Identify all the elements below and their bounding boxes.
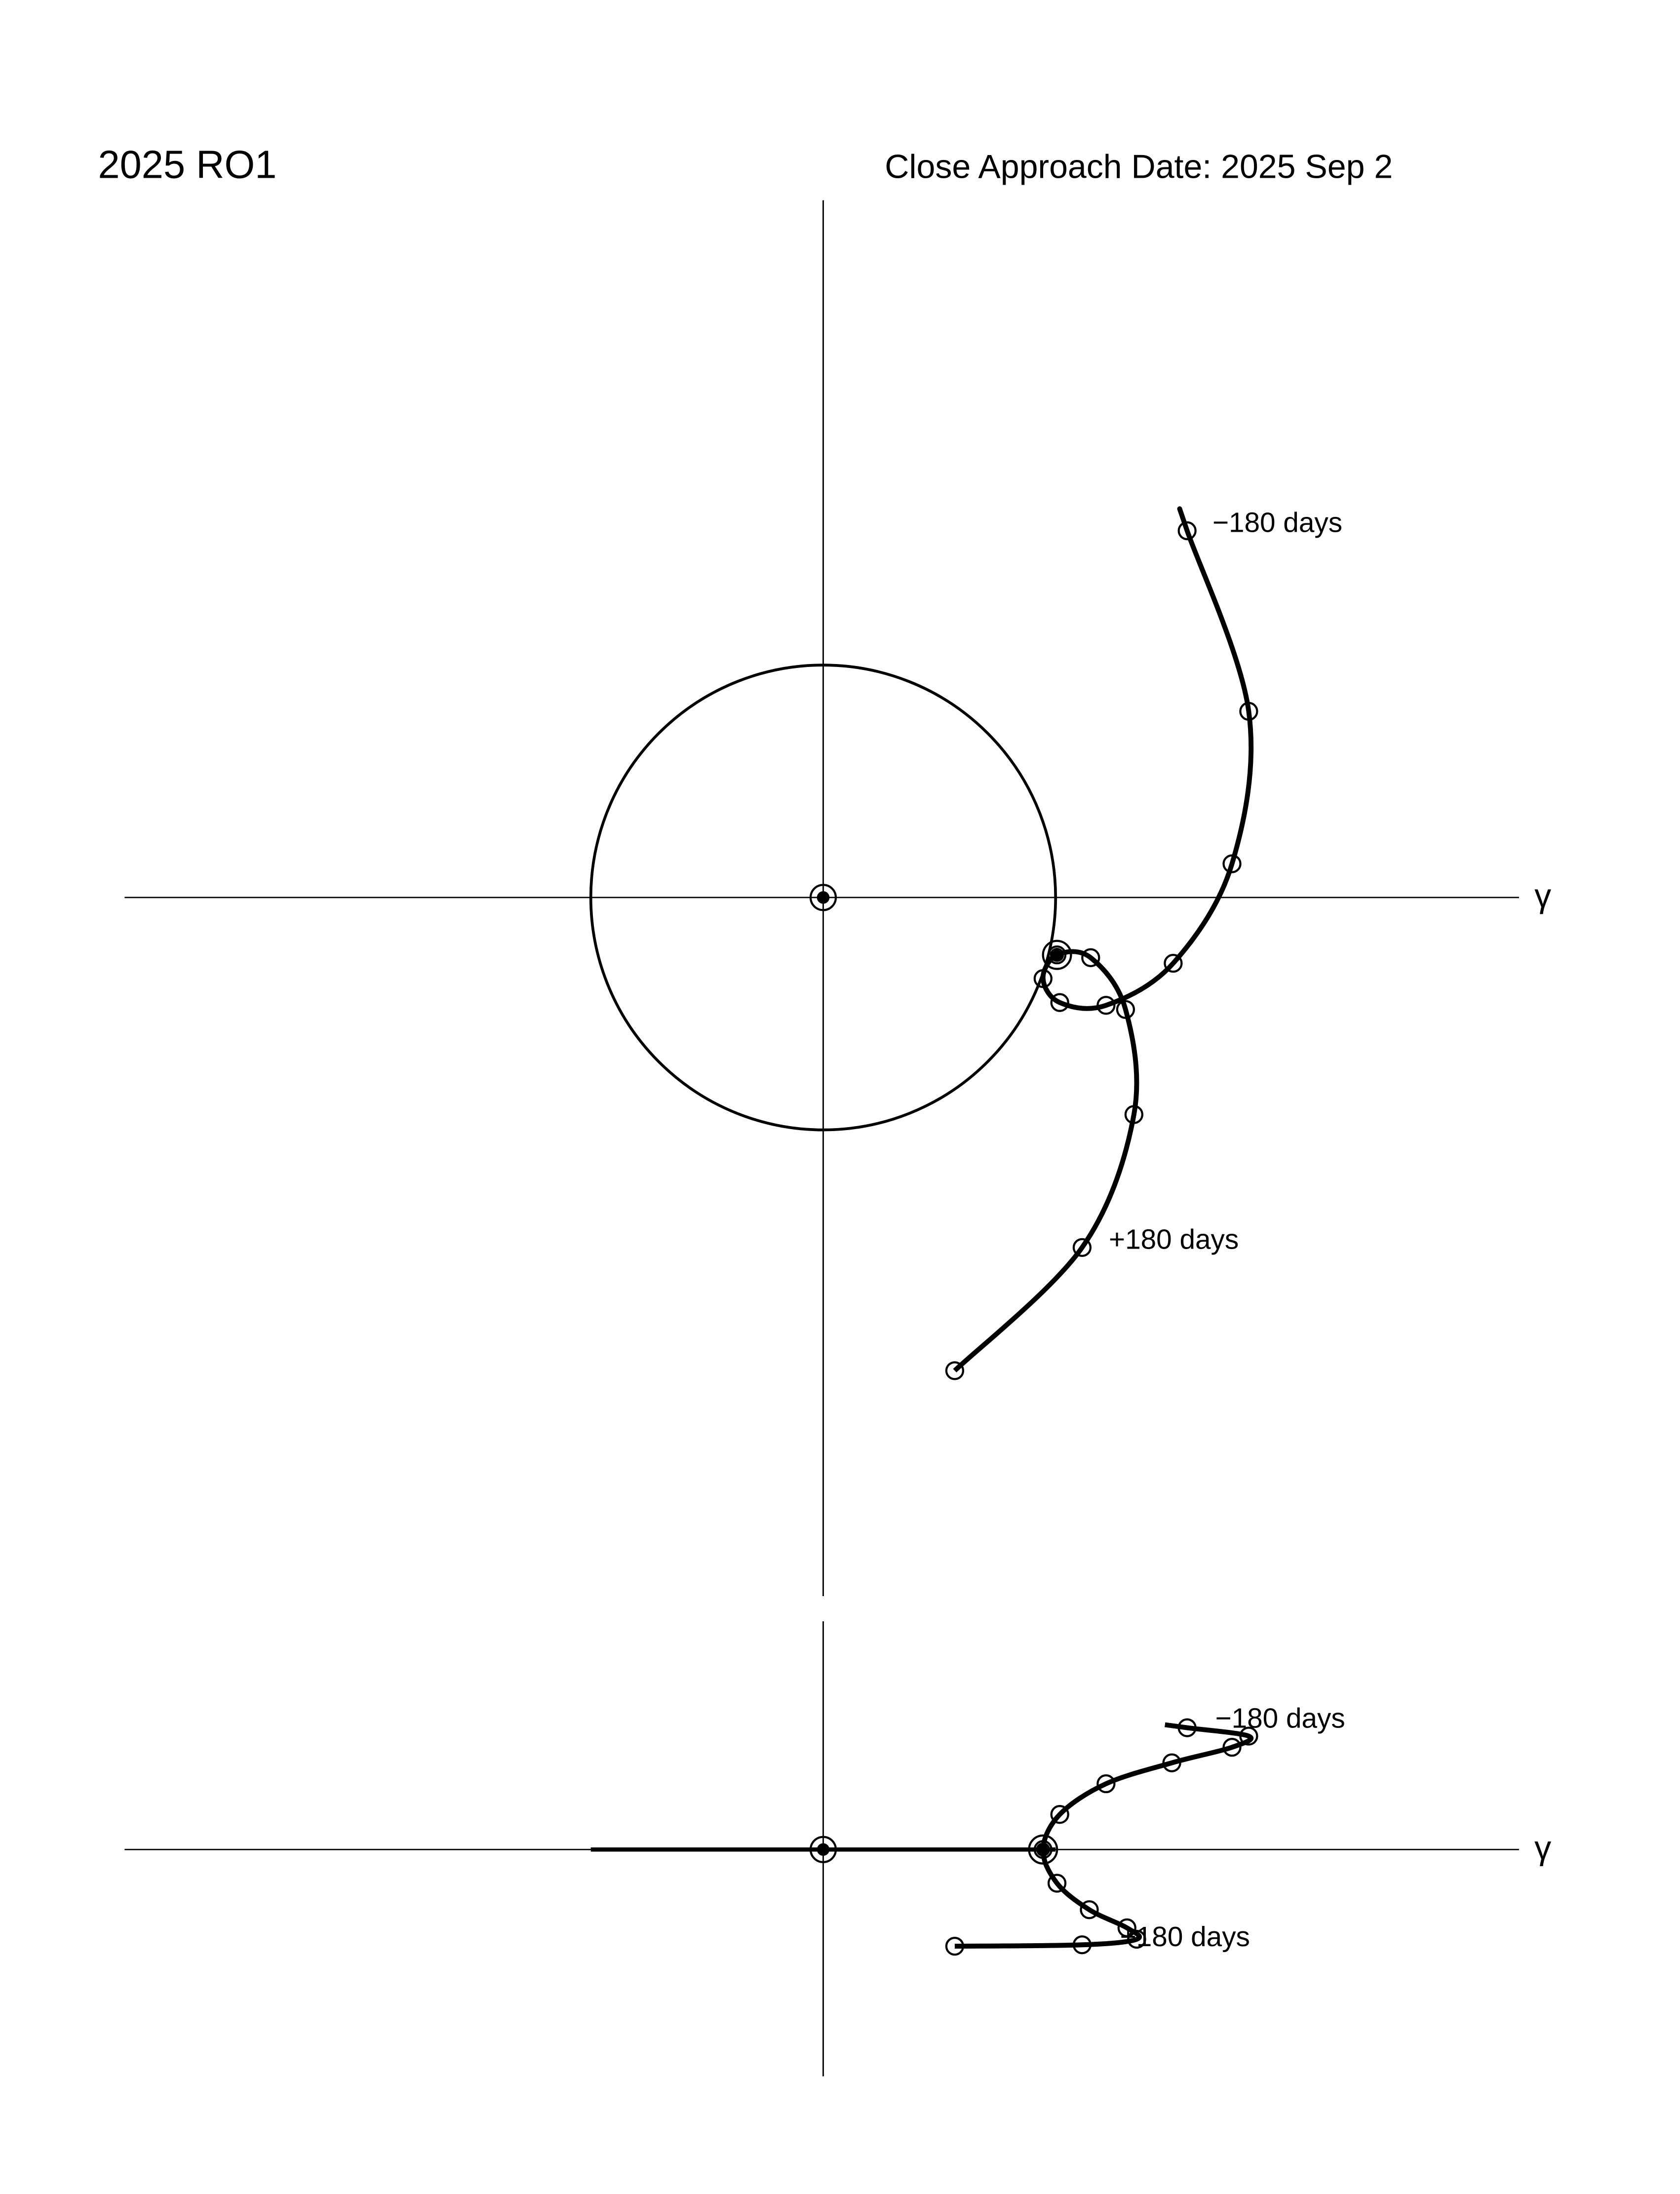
trajectory-point-marker: [1047, 945, 1067, 965]
asteroid-trajectory: [953, 506, 1254, 1372]
end-label: +180 days: [1120, 1921, 1250, 1953]
trajectory-point-marker: [1096, 1774, 1116, 1794]
trajectory-point-marker: [1050, 1805, 1069, 1824]
trajectory-point-marker: [1050, 993, 1069, 1012]
trajectory-point-marker: [1033, 969, 1053, 988]
start-label: −180 days: [1212, 508, 1342, 539]
trajectory-point-marker: [1239, 1726, 1258, 1746]
side-view-plot: γ −180 days +180 days: [124, 1621, 1551, 2076]
trajectory-point-marker: [1047, 1874, 1067, 1893]
trajectory-point-marker: [1072, 1238, 1092, 1257]
trajectory-point-marker: [1080, 1900, 1099, 1920]
close-approach-dot: [1050, 947, 1064, 962]
top-view-plot: γ −180 days +180 days: [124, 200, 1551, 1596]
trajectory-point-marker: [1124, 1105, 1144, 1124]
lunar-orbit-circle: [589, 664, 1057, 1132]
start-label: −180 days: [1215, 1703, 1345, 1734]
trajectory-point-marker: [1164, 953, 1183, 973]
object-name: 2025 RO1: [98, 142, 277, 186]
asteroid-trajectory: [954, 1722, 1254, 1949]
trajectory-point-marker: [1222, 1737, 1242, 1757]
close-approach-marker: [1042, 940, 1072, 970]
trajectory-point-marker: [1117, 1918, 1136, 1938]
trajectory-point-marker: [1162, 1753, 1181, 1772]
gamma-axis-label: γ: [1534, 877, 1551, 915]
trajectory-point-marker: [945, 1936, 965, 1956]
trajectory-point-marker: [1177, 1718, 1197, 1737]
close-approach-dot: [1036, 1842, 1050, 1857]
trajectory-point-marker: [1177, 521, 1197, 541]
earth-symbol-icon: [809, 1836, 837, 1863]
trajectory-point-marker: [1033, 1840, 1053, 1859]
close-approach-date: Close Approach Date: 2025 Sep 2: [885, 148, 1393, 185]
trajectory-point-marker: [1222, 854, 1242, 873]
gamma-axis-label: γ: [1534, 1829, 1551, 1867]
close-approach-marker: [1028, 1834, 1058, 1865]
trajectory-point-marker: [945, 1361, 965, 1380]
trajectory-point-marker: [1081, 948, 1100, 967]
trajectory-point-marker: [1072, 1935, 1092, 1955]
end-label: +180 days: [1109, 1224, 1239, 1255]
trajectory-point-marker: [1127, 1929, 1146, 1949]
trajectory-point-marker: [1239, 702, 1258, 721]
earth-symbol-icon: [809, 884, 837, 911]
trajectory-point-marker: [1116, 1000, 1135, 1019]
trajectory-point-marker: [1096, 996, 1116, 1015]
